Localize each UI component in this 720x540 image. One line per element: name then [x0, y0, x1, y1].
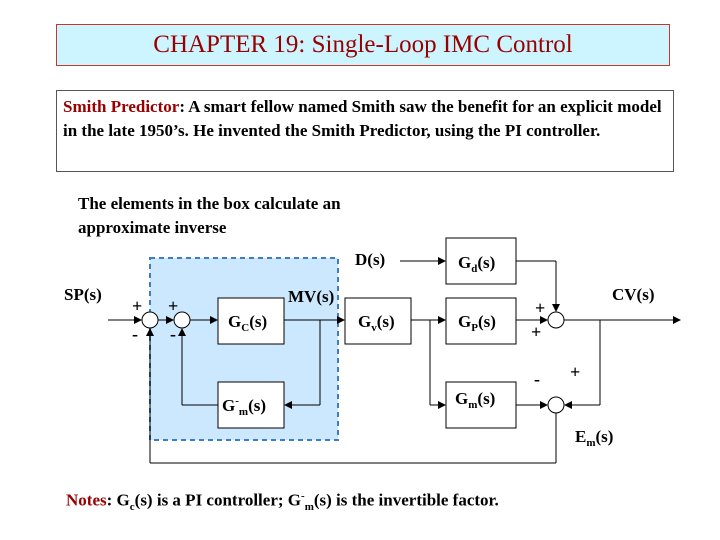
em-label: Em(s): [575, 427, 613, 449]
sum4-plus-sign: +: [570, 362, 580, 382]
sum-junction-4: [547, 396, 565, 414]
gp-label: GP(s): [458, 312, 496, 334]
gd-label: Gd(s): [458, 253, 495, 275]
notes: Notes: Gc(s) is a PI controller; G-m(s) …: [66, 490, 499, 513]
gm-label: Gm(s): [455, 389, 495, 411]
gminv-block: [217, 381, 285, 429]
gv-block: [344, 297, 412, 345]
gp-block: [445, 297, 517, 345]
sp-label: SP(s): [64, 285, 102, 304]
intro-box: Smith Predictor: A smart fellow named Sm…: [56, 90, 674, 172]
notes-colon: :: [106, 490, 117, 510]
sum4-minus-sign: -: [534, 369, 540, 389]
sum2-plus-sign: +: [168, 296, 178, 316]
title-box: CHAPTER 19: Single-Loop IMC Control: [56, 24, 670, 66]
notes-gm-sub: m: [304, 501, 314, 514]
gd-block: [445, 237, 517, 285]
gv-label: Gv(s): [358, 312, 395, 334]
notes-part-1: (s) is a PI controller;: [134, 490, 288, 510]
intro-lead: Smith Predictor: [63, 97, 180, 116]
mv-label: MV(s): [288, 287, 334, 306]
sum-junction-3: [547, 311, 565, 329]
box-caption: The elements in the box calculate an app…: [78, 192, 341, 240]
sum-junction-1: [141, 311, 159, 329]
sum1-minus-sign: -: [132, 324, 138, 344]
sum1-plus-sign: +: [132, 296, 142, 316]
notes-gm-base: G: [287, 490, 302, 510]
cv-label: CV(s): [612, 285, 655, 304]
notes-part-2: (s) is the invertible factor.: [313, 490, 499, 510]
sum3-plus-bottom: +: [531, 322, 541, 342]
sum3-plus-top: +: [535, 298, 545, 318]
gc-block: [217, 297, 285, 345]
gminv-label: G-m(s): [222, 395, 266, 418]
notes-gc-base: G: [116, 490, 130, 510]
notes-gm-sup: -: [301, 490, 305, 502]
gc-label: GC(s): [228, 312, 267, 334]
intro-lead-colon: :: [179, 97, 185, 116]
notes-gc-sub: c: [129, 501, 135, 514]
d-label: D(s): [355, 250, 385, 269]
notes-label: Notes: [66, 490, 107, 510]
page-title: CHAPTER 19: Single-Loop IMC Control: [153, 31, 573, 58]
caption-line-2: approximate inverse: [78, 218, 227, 237]
intro-text: A smart fellow named Smith saw the benef…: [63, 97, 662, 140]
sum2-minus-sign: -: [170, 324, 176, 344]
signal-lines: [108, 257, 681, 464]
caption-line-1: The elements in the box calculate an: [78, 194, 341, 213]
